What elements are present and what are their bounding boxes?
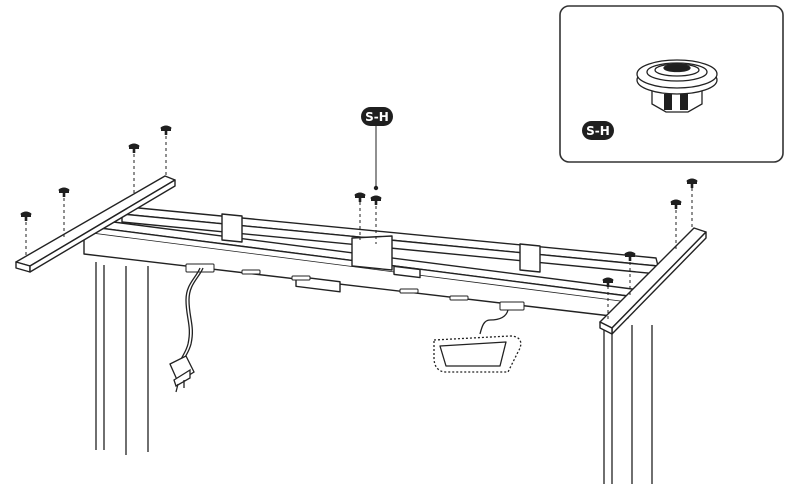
hand-controller-cable — [479, 309, 509, 335]
grommet-screw-icon — [670, 199, 682, 209]
grommet-screw-icon — [20, 211, 32, 221]
grommet-screw-icon — [354, 192, 366, 202]
grommet-screw-icon — [686, 178, 698, 188]
right-side-bracket — [599, 227, 707, 335]
main-part-label: S-H — [361, 107, 393, 126]
inset-part-label-text: S-H — [586, 124, 610, 138]
label-anchor-dot — [373, 185, 379, 191]
grommet-screw-icon — [160, 125, 172, 135]
grommet-screw-icon — [58, 187, 70, 197]
grommet-screw-icon — [128, 143, 140, 153]
inset-detail-box: S-H — [559, 5, 784, 163]
frame-slots — [185, 263, 525, 311]
screw-cap-part-icon — [636, 59, 718, 113]
hand-controller-icon — [433, 335, 522, 373]
grommet-screw-icon — [370, 195, 382, 205]
screw-guides — [25, 126, 693, 320]
main-part-label-text: S-H — [365, 110, 389, 124]
desk-frame — [83, 205, 659, 319]
left-leg — [95, 262, 149, 455]
power-plug-icon — [169, 355, 195, 393]
power-cable — [179, 267, 204, 363]
left-side-bracket — [15, 175, 176, 273]
inset-part-label: S-H — [582, 121, 614, 140]
right-leg — [603, 322, 653, 484]
